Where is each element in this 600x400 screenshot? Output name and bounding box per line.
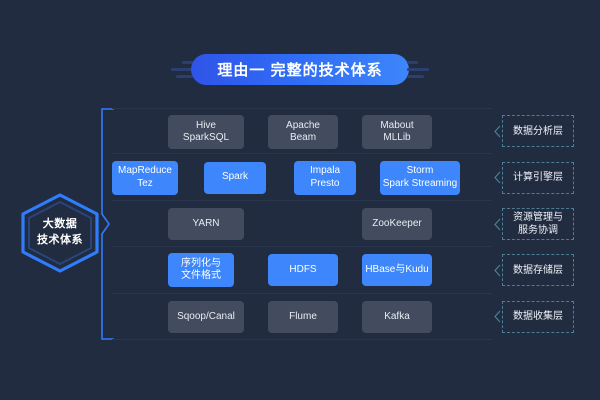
tech-node-line: Hive xyxy=(195,119,216,131)
deco-dash xyxy=(406,74,424,78)
title-banner: 理由一 完整的技术体系 xyxy=(0,52,600,86)
tech-node-line: Kafka xyxy=(384,310,410,322)
layer-label: 数据存储层 xyxy=(502,254,574,287)
layer-label: 数据收集层 xyxy=(502,300,574,333)
tech-node-line: Storm xyxy=(406,165,434,177)
layer-label-line: 数据收集层 xyxy=(513,311,563,323)
chevron-left-icon xyxy=(494,171,501,184)
hexagon-icon xyxy=(21,193,99,273)
layer-label-line: 服务协调 xyxy=(518,225,558,236)
tech-node-line: Presto xyxy=(310,177,340,189)
tech-node[interactable]: HBase与Kudu xyxy=(362,254,432,287)
layer-label-line: 资源管理与 xyxy=(513,212,563,223)
badge-line-1: 大数据 xyxy=(42,218,78,231)
tech-node[interactable]: Spark xyxy=(204,161,266,194)
tech-node[interactable]: Kafka xyxy=(362,300,432,333)
layer-label-line: 计算引擎层 xyxy=(513,172,563,184)
tech-node-line: YARN xyxy=(192,217,220,229)
tech-node-line: Mabout xyxy=(380,119,414,131)
tech-node-line: Beam xyxy=(289,132,317,144)
tech-node-line: Spark xyxy=(221,171,249,183)
tech-node[interactable]: HDFS xyxy=(268,254,338,287)
layer-row: YARN ZooKeeper xyxy=(112,201,492,248)
deco-dash xyxy=(182,60,194,64)
big-data-badge: 大数据 技术体系 xyxy=(14,192,106,274)
title-decoration-right xyxy=(406,60,429,78)
layer-label: 计算引擎层 xyxy=(502,161,574,194)
chevron-left-icon xyxy=(494,264,501,277)
tech-node-line: Sqoop/Canal xyxy=(177,310,235,322)
tech-node-line: SparkSQL xyxy=(182,132,230,144)
badge-label: 大数据 技术体系 xyxy=(14,192,106,274)
chevron-left-icon xyxy=(494,310,501,323)
tech-node[interactable]: Flume xyxy=(268,300,338,333)
badge-line-2: 技术体系 xyxy=(37,234,83,246)
tech-node-line: Tez xyxy=(137,177,153,189)
deco-dash xyxy=(176,74,194,78)
layer-label: 数据分析层 xyxy=(502,115,574,148)
tech-node[interactable]: 序列化与文件格式 xyxy=(168,253,234,288)
tech-node-line: Spark Streaming xyxy=(382,177,458,189)
tech-node-line: 文件格式 xyxy=(181,270,221,282)
tech-node-line: MapReduce xyxy=(118,165,172,177)
tech-node-line: HDFS xyxy=(289,264,317,276)
tech-node[interactable]: ZooKeeper xyxy=(362,207,432,240)
tech-node-line: Flume xyxy=(289,310,317,322)
tech-node-line: 序列化与 xyxy=(181,257,221,269)
deco-dash xyxy=(171,67,194,71)
layer-row: Sqoop/Canal Flume Kafka xyxy=(112,294,492,340)
tech-node-line: MLLib xyxy=(383,132,411,144)
tech-node[interactable]: YARN xyxy=(168,207,244,240)
tech-node-line: Apache xyxy=(286,119,320,131)
title-decoration-left xyxy=(171,60,194,78)
tech-node[interactable]: Sqoop/Canal xyxy=(168,300,244,333)
layer-label-line: 数据分析层 xyxy=(513,125,563,137)
tech-node-line: HBase与Kudu xyxy=(365,264,429,276)
page-title: 理由一 完整的技术体系 xyxy=(191,53,409,85)
chevron-left-icon xyxy=(494,125,501,138)
deco-dash xyxy=(406,60,418,64)
tech-node-line: ZooKeeper xyxy=(372,217,422,229)
layer-row: 序列化与文件格式 HDFS HBase与Kudu xyxy=(112,247,492,294)
chevron-left-icon xyxy=(494,218,501,230)
left-bracket xyxy=(101,108,114,340)
deco-dash xyxy=(406,67,429,71)
layer-label-line: 数据存储层 xyxy=(513,264,563,276)
tech-node-line: Impala xyxy=(309,165,340,177)
layer-label: 资源管理与服务协调 xyxy=(502,208,574,240)
